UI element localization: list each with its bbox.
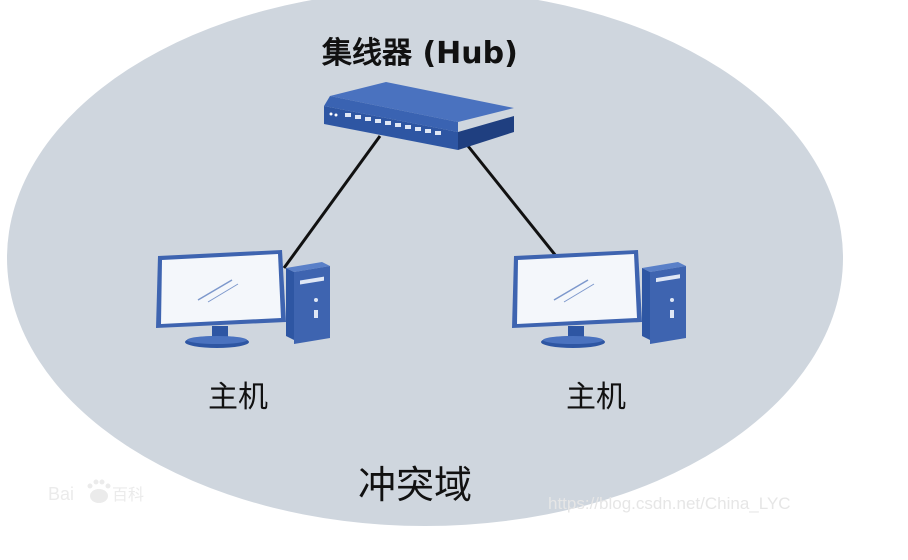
svg-text:Bai: Bai	[48, 484, 74, 504]
baidu-watermark-logo: Bai 百科	[48, 479, 144, 504]
url-watermark: https://blog.csdn.net/China_LYC	[548, 494, 791, 513]
collision-domain-ellipse	[7, 0, 843, 526]
monitor-icon	[156, 250, 286, 348]
monitor-icon	[512, 250, 642, 348]
link-hub-right-host	[458, 135, 558, 257]
hub-label: 集线器 (Hub)	[322, 36, 518, 71]
left-host-label: 主机	[208, 380, 268, 415]
right-host-computer-icon	[512, 250, 686, 348]
tower-icon	[286, 262, 330, 344]
left-host-computer-icon	[156, 250, 330, 348]
hub-icon	[324, 82, 514, 150]
right-host-label: 主机	[566, 380, 626, 415]
link-hub-left-host	[282, 135, 382, 269]
svg-text:百科: 百科	[112, 485, 144, 504]
tower-icon	[642, 262, 686, 344]
collision-domain-label: 冲突域	[358, 463, 473, 507]
